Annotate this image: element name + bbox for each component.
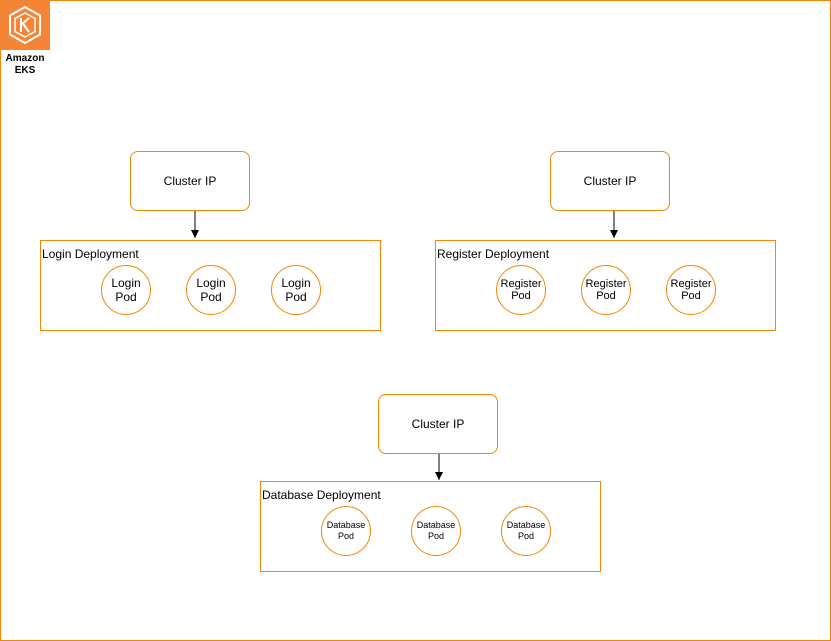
register-pod[interactable]: Register Pod — [581, 265, 631, 315]
pod-label-line2: Pod — [115, 290, 137, 304]
database-pod[interactable]: Database Pod — [501, 506, 551, 556]
pod-label-line1: Login — [111, 276, 141, 290]
register-pod[interactable]: Register Pod — [666, 265, 716, 315]
pod-label-line1: Database — [416, 520, 456, 530]
pod-label-line1: Register — [500, 278, 542, 290]
pod-label-line2: Pod — [427, 531, 444, 541]
cluster-ip-register[interactable]: Cluster IP — [550, 151, 670, 211]
eks-k-icon — [9, 5, 41, 45]
pod-label-line2: Pod — [511, 290, 531, 302]
cluster-ip-database[interactable]: Cluster IP — [378, 394, 498, 454]
pod-label-line2: Pod — [285, 290, 307, 304]
deployment-title: Register Deployment — [437, 247, 550, 261]
login-pod[interactable]: Login Pod — [186, 265, 236, 315]
logo-label-line2: EKS — [14, 65, 36, 76]
pod-label-line1: Login — [196, 276, 226, 290]
pod-label-line2: Pod — [681, 290, 701, 302]
pod-label-line1: Register — [670, 278, 712, 290]
logo-label: Amazon EKS — [0, 53, 50, 77]
pod-label-line2: Pod — [200, 290, 222, 304]
pod-label-line1: Register — [585, 278, 627, 290]
pod-label-line2: Pod — [517, 531, 534, 541]
deployment-title: Database Deployment — [262, 488, 381, 502]
amazon-eks-logo — [0, 0, 50, 50]
cluster-ip-label: Cluster IP — [411, 417, 465, 431]
login-pod[interactable]: Login Pod — [271, 265, 321, 315]
database-pod[interactable]: Database Pod — [411, 506, 461, 556]
cluster-ip-login[interactable]: Cluster IP — [130, 151, 250, 211]
logo-label-line1: Amazon — [5, 53, 45, 64]
register-deployment[interactable]: Register Deployment Register Pod Registe… — [435, 240, 776, 331]
login-deployment[interactable]: Login Deployment Login Pod Login Pod Log… — [40, 240, 381, 331]
pod-label-line1: Database — [506, 520, 546, 530]
pod-label-line2: Pod — [337, 531, 354, 541]
cluster-ip-label: Cluster IP — [163, 174, 217, 188]
pod-label-line2: Pod — [596, 290, 616, 302]
database-deployment[interactable]: Database Deployment Database Pod Databas… — [260, 481, 601, 572]
cluster-ip-label: Cluster IP — [583, 174, 637, 188]
pod-label-line1: Login — [281, 276, 311, 290]
login-pod[interactable]: Login Pod — [101, 265, 151, 315]
pod-label-line1: Database — [326, 520, 366, 530]
database-pod[interactable]: Database Pod — [321, 506, 371, 556]
deployment-title: Login Deployment — [42, 247, 139, 261]
register-pod[interactable]: Register Pod — [496, 265, 546, 315]
